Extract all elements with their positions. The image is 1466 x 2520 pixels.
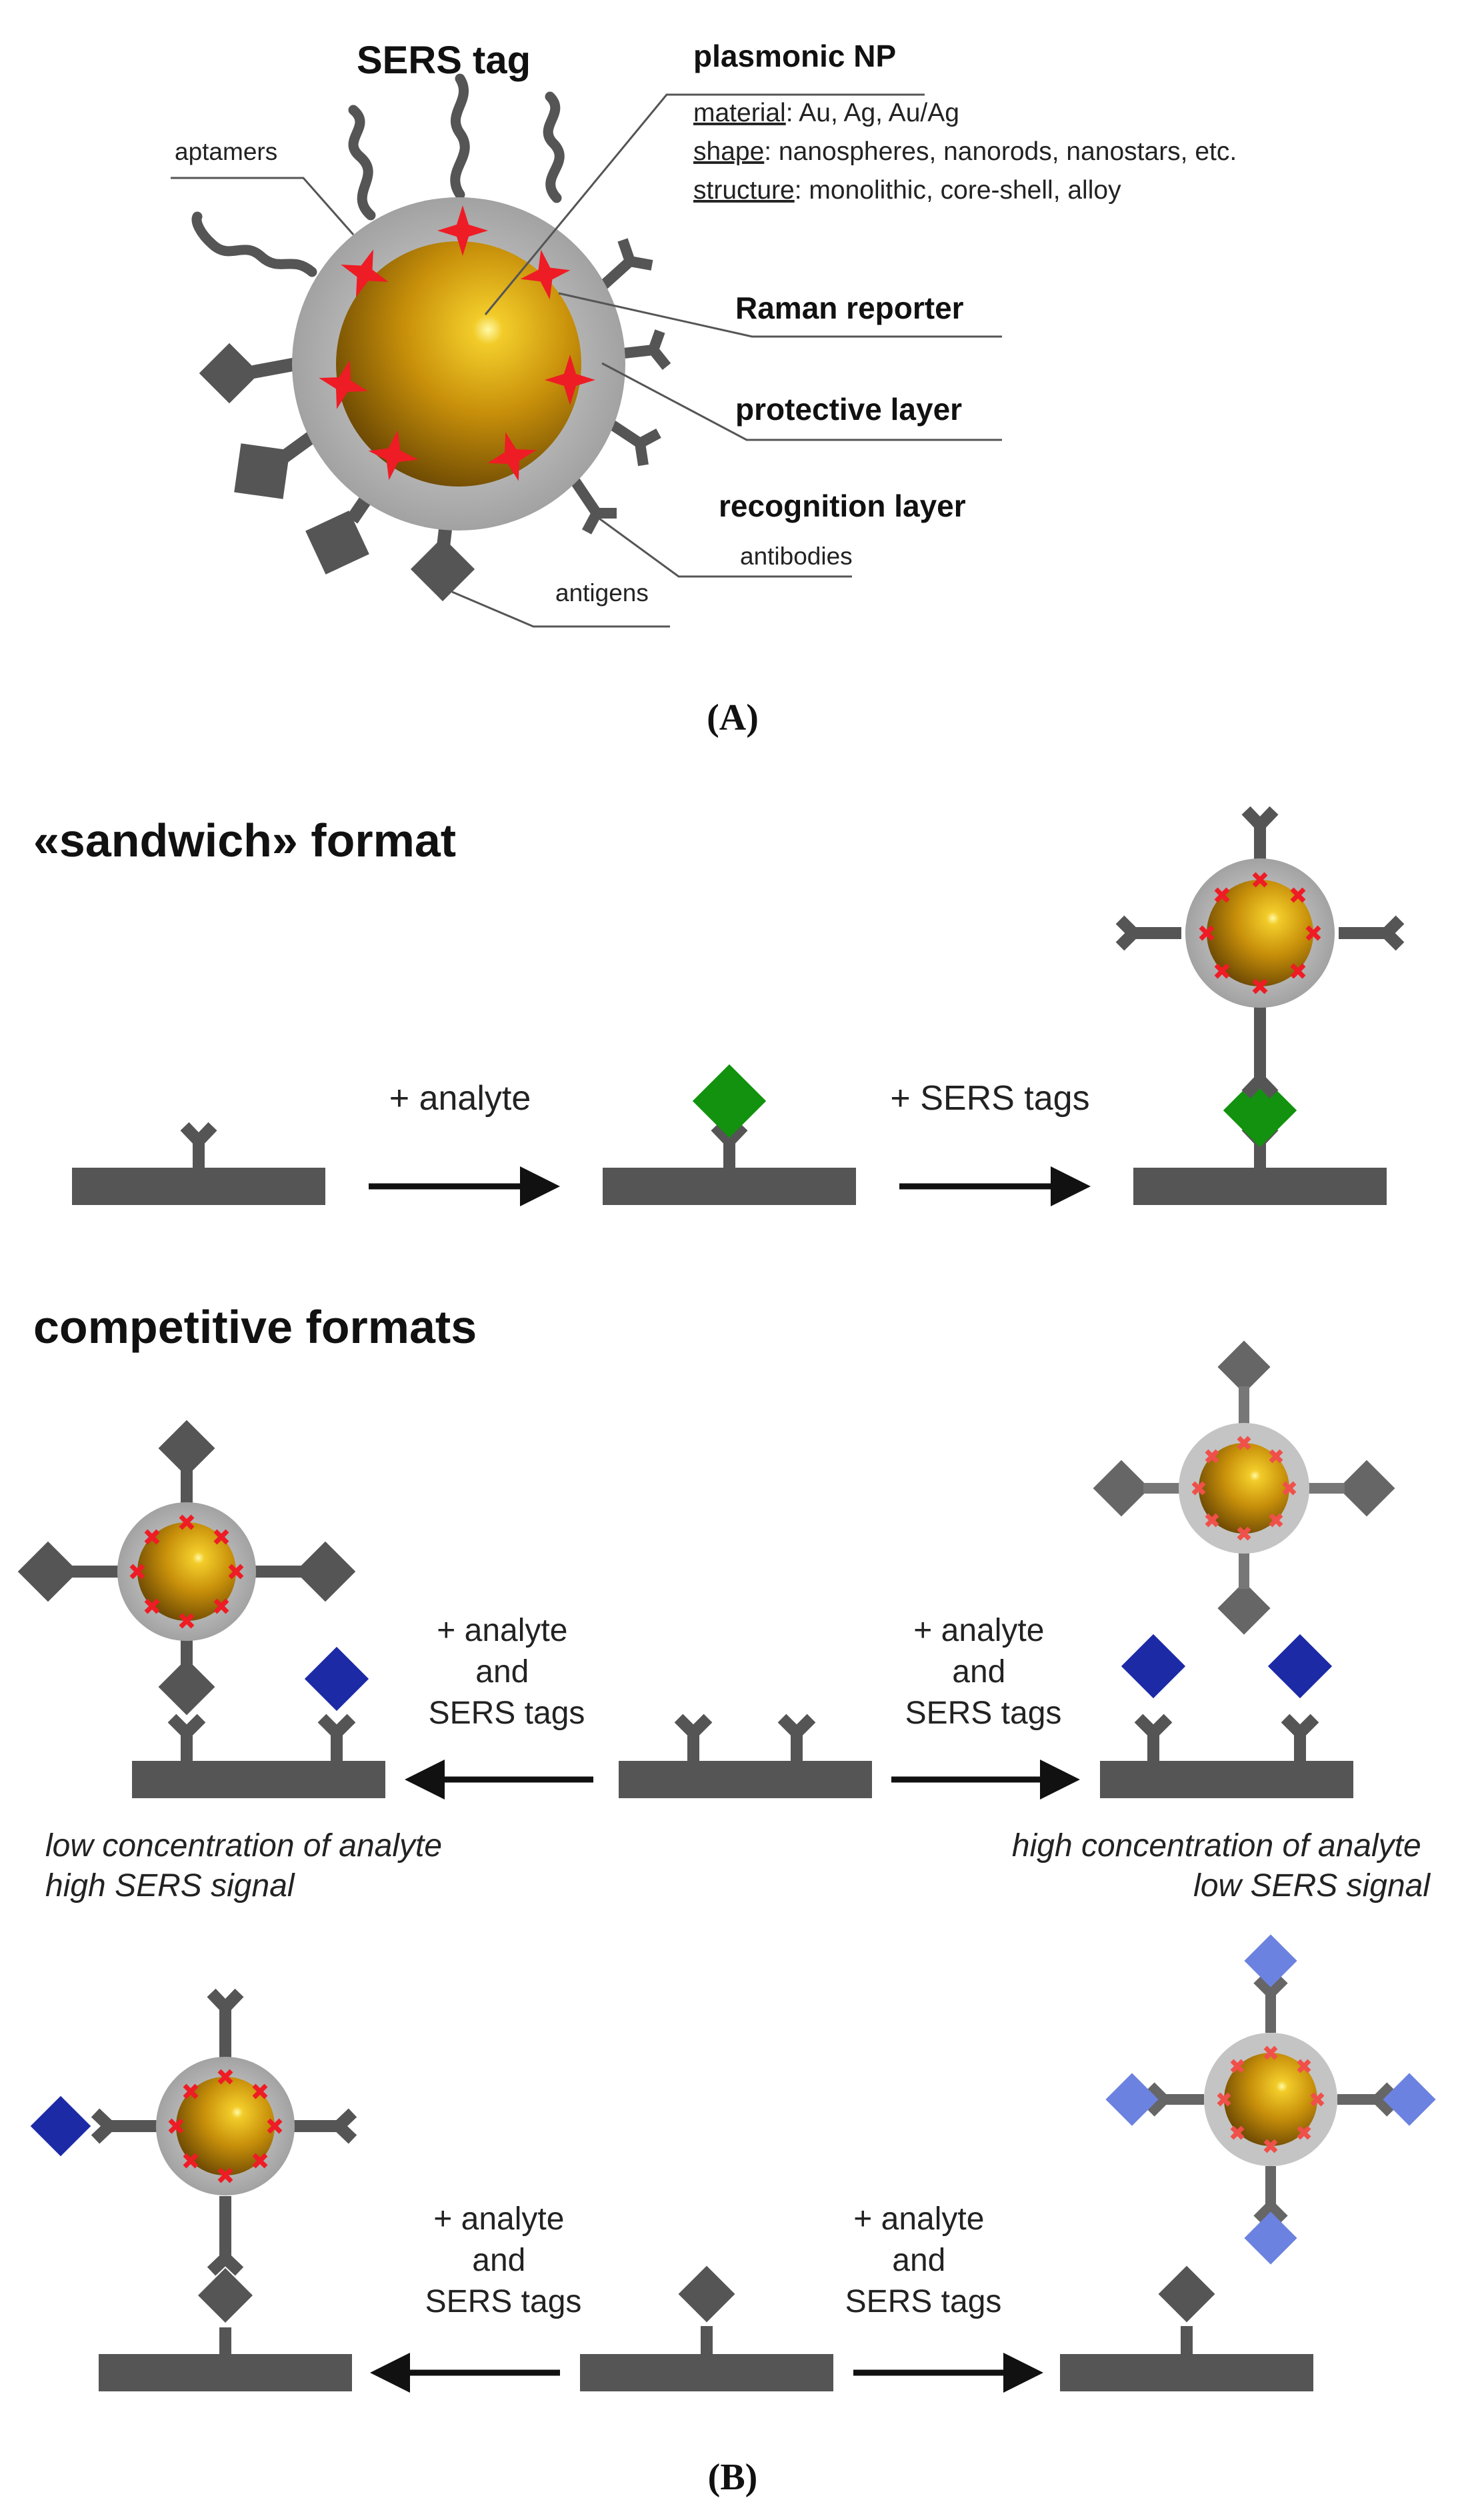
arrow-right (369, 1166, 560, 1206)
step-label-left: + analyte and SERS tags (429, 1613, 585, 1731)
step-label-left: + analyte and SERS tags (425, 2201, 582, 2319)
material-line: material: Au, Ag, Au/Ag (693, 99, 959, 127)
aptamers (191, 73, 565, 277)
panel-a-caption: (A) (707, 697, 759, 738)
competitive-row-1: + analyte and SERS tags + analyte and SE… (17, 1340, 1431, 1903)
raman-reporters (319, 205, 595, 481)
immobilized-antigen (1158, 2265, 1215, 2323)
capture-antibody (180, 1122, 217, 1168)
step-label-right: + analyte and SERS tags (905, 1613, 1062, 1731)
plus-analyte-label: + analyte (389, 1079, 531, 1118)
structure-line: structure: monolithic, core-shell, alloy (693, 176, 1121, 205)
substrate (603, 1168, 856, 1205)
arrow-right (891, 1760, 1080, 1800)
shape-line: shape: nanospheres, nanorods, nanostars,… (693, 137, 1237, 166)
substrate (99, 2354, 352, 2391)
immobilized-antigen (678, 2265, 735, 2323)
panel-b: «sandwich» format competitive formats + … (17, 806, 1436, 2498)
recognition-layer-label: recognition layer (719, 489, 966, 523)
antibodies (569, 238, 671, 535)
antigens-label: antigens (555, 579, 649, 607)
analyte-dark-blue (30, 2095, 91, 2157)
sers-tag-title: SERS tag (357, 39, 531, 82)
sers-tag (1204, 2033, 1337, 2166)
substrate (580, 2354, 833, 2391)
tag-antibody (1115, 806, 1405, 1099)
plasmonic-np-core (336, 241, 581, 487)
antibodies-label: antibodies (740, 543, 853, 570)
arrow-right (899, 1166, 1091, 1206)
sers-tag (1179, 1423, 1309, 1554)
tag-antibodies (1147, 1975, 1395, 2223)
analyte-green (1223, 1073, 1297, 1148)
substrate (1133, 1168, 1387, 1205)
substrate (1060, 2354, 1313, 2391)
low-concentration-caption: low concentration of analyte high SERS s… (45, 1828, 451, 1903)
sers-tag (156, 2057, 295, 2195)
arrow-left (370, 2353, 560, 2393)
arrow-right (853, 2353, 1043, 2393)
panel-b-caption: (B) (708, 2457, 758, 2498)
capture-antibodies (674, 1714, 816, 1761)
sandwich-row: + analyte + SERS tags (72, 806, 1405, 1206)
tag-antigens (1093, 1340, 1395, 1635)
sers-tag (117, 1502, 256, 1641)
step-label-right: + analyte and SERS tags (845, 2201, 1002, 2319)
analyte-light-blue (1105, 1934, 1436, 2265)
capture-antibodies (1134, 1714, 1319, 1761)
plus-sers-tags-label: + SERS tags (890, 1079, 1089, 1118)
raman-reporter-label: Raman reporter (735, 291, 964, 325)
competitive-row-2: + analyte and SERS tags + analyte and SE… (30, 1934, 1436, 2393)
competitive-formats-title: competitive formats (33, 1301, 477, 1353)
capture-antibodies (167, 1714, 356, 1761)
high-concentration-caption: high concentration of analyte low SERS s… (1012, 1828, 1431, 1903)
substrate (132, 1761, 385, 1798)
plasmonic-np-label: plasmonic NP (693, 39, 896, 73)
protective-layer-label: protective layer (735, 392, 962, 427)
leader-lines (171, 93, 1002, 628)
tag-stems (67, 1466, 307, 1666)
substrate (619, 1761, 872, 1798)
substrate (72, 1168, 325, 1205)
tag-antibodies (91, 1988, 357, 2276)
analyte-dark-blue (1267, 1634, 1333, 1699)
antigens (199, 343, 475, 602)
analyte-dark-blue (304, 1646, 369, 1712)
substrate (1100, 1761, 1353, 1798)
aptamers-label: aptamers (175, 138, 277, 165)
sandwich-format-title: «sandwich» format (33, 814, 456, 866)
sers-tag (1185, 858, 1335, 1008)
analyte-green (692, 1064, 767, 1138)
panel-a: SERS tag plasmonic NP material: Au, Ag, … (171, 39, 1237, 738)
tag-stems (1143, 1386, 1345, 1589)
arrow-left (405, 1760, 593, 1800)
immobilized-antigen (197, 2267, 253, 2323)
analyte-dark-blue (1121, 1634, 1186, 1699)
capture-antibody (711, 1122, 748, 1168)
